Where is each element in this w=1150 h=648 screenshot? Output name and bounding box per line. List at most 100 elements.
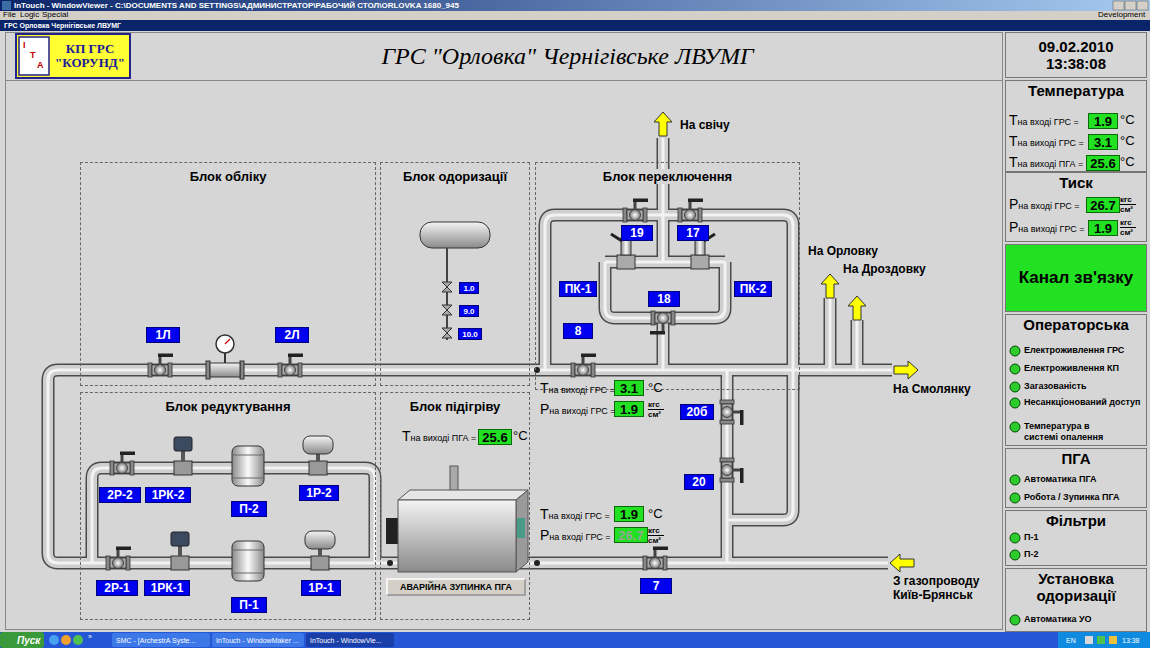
- node-text: 3.1: [1094, 135, 1112, 150]
- status-led: [1010, 615, 1020, 625]
- unit-label: см²: [648, 536, 661, 545]
- odorizer: [442, 305, 452, 315]
- node-text: Температура: [1006, 83, 1146, 100]
- valve-tag: 8: [563, 323, 593, 339]
- pipe-junction: [387, 367, 540, 566]
- start-button: Пуск: [17, 634, 40, 647]
- logo-letter: А: [37, 60, 44, 70]
- status-led: [1010, 493, 1020, 503]
- gas-filter: [232, 446, 264, 486]
- taskbar-item: InTouch - WindowVie...: [310, 636, 381, 646]
- logo-letter: І: [23, 40, 26, 50]
- valve-tag: 9.0: [459, 305, 479, 317]
- value-display: 1.9: [614, 506, 644, 522]
- company-logo-graphic: [16, 34, 130, 78]
- valve-tag: 1.0: [459, 282, 479, 294]
- parameter-label: Tна виході ГРС =: [1009, 133, 1084, 151]
- taskbar: [306, 633, 394, 647]
- valve-tag: П-2: [231, 501, 267, 517]
- ball-valve: [148, 354, 173, 378]
- window-chrome: [1137, 1, 1148, 10]
- parameter-label: Tна виході ПГА =: [402, 428, 476, 446]
- status-led: [1010, 346, 1020, 625]
- node-text: 8: [575, 324, 582, 338]
- node-text: 2Р-1: [104, 581, 129, 595]
- indicator-label: Електроживлення ГРС: [1024, 345, 1124, 356]
- taskbar: [1058, 632, 1150, 648]
- node-text: ПК-1: [565, 282, 592, 296]
- pressure-regulator: [305, 531, 335, 570]
- node-text: 1РК-1: [151, 581, 184, 595]
- pressure-regulator: [174, 437, 192, 475]
- node-text: Блок редуктування: [162, 399, 293, 414]
- odorizer: [446, 248, 448, 340]
- pipe-junction: [534, 560, 540, 566]
- status-led: [1010, 364, 1020, 374]
- pipeline: [48, 138, 892, 563]
- taskbar: [49, 635, 59, 645]
- valve-tag: 1Л: [146, 327, 180, 343]
- flow-direction: З газопроводу Київ-Брянськ: [893, 574, 1008, 602]
- node-text: Блок одоризації: [400, 169, 510, 184]
- value-display: 1.9: [614, 401, 644, 417]
- gas-meter: [225, 339, 230, 344]
- node-text: 1.9: [1094, 114, 1112, 129]
- window-chrome: [0, 11, 1150, 20]
- gas-meter: [240, 361, 244, 379]
- indicator-label: Загазованість: [1024, 381, 1087, 392]
- gas-heater: [386, 466, 528, 572]
- node-text: П-2: [239, 502, 258, 516]
- gas-heater: [386, 518, 398, 544]
- window-chrome: [6, 33, 1003, 630]
- node-text: ПГА: [1006, 451, 1146, 468]
- node-text: Фільтри: [1006, 513, 1146, 530]
- taskbar-item: SMC - [ArchestrA Syste...: [116, 636, 195, 646]
- valve-tag: 1РК-1: [144, 580, 190, 596]
- ball-valve: [571, 354, 596, 378]
- taskbar: [61, 635, 71, 645]
- taskbar: [1097, 636, 1105, 644]
- node-text: 20б: [687, 405, 708, 419]
- node-text: 13:38:08: [1046, 55, 1106, 72]
- datetime-display: 09.02.201013:38:08: [1005, 32, 1147, 78]
- valve-tag: 2Л: [275, 327, 309, 343]
- odorizer: [442, 328, 452, 338]
- block-region: Блок підігрівуАВАРІЙНА ЗУПИНКА ПГА25.6: [380, 392, 530, 620]
- taskbar-item: InTouch - WindowMaker ...: [216, 636, 299, 646]
- node-text: 09.02.2010: [1038, 38, 1113, 55]
- company-logo-graphic: [19, 37, 49, 75]
- valve-tag: 17: [677, 225, 709, 241]
- indicator-label: Електроживлення КП: [1024, 363, 1119, 374]
- node-text: Канал зв'язку: [1019, 268, 1134, 288]
- unit-label: кгс: [1120, 195, 1132, 204]
- pressure-regulator: [303, 436, 333, 475]
- valve-tag: 19: [621, 225, 653, 241]
- value-display: 3.1: [614, 380, 644, 396]
- window-title: InTouch - WindowViewer - C:\DOCUMENTS AN…: [14, 0, 459, 11]
- ball-valve: [278, 354, 303, 378]
- flow-direction: На Смолянку: [893, 382, 971, 396]
- screen-name: ГРС Орловка Чернігівське ЛВУМГ: [4, 21, 121, 31]
- valve-tag: 2Р-2: [99, 487, 141, 503]
- status-led: [1010, 533, 1020, 543]
- node-text: Установка одоризації: [1006, 571, 1146, 604]
- unit-label: кгс: [1120, 218, 1132, 227]
- gas-filter: [232, 541, 264, 581]
- odorizer: [420, 222, 490, 248]
- node-text: 25.6: [1090, 156, 1115, 171]
- gas-meter: [210, 363, 240, 377]
- unit-label: °C: [648, 380, 663, 396]
- node-text: 7: [653, 579, 660, 593]
- gas-meter: [216, 335, 234, 353]
- block-region: Блок обліку1Л2Л: [80, 162, 376, 386]
- node-text: 3.1: [620, 381, 638, 396]
- taskbar: [112, 633, 210, 647]
- pipeline: [48, 138, 892, 563]
- unit-fraction-line: [1120, 227, 1136, 228]
- valve-tag: 1Р-1: [301, 580, 341, 596]
- taskbar: [1109, 636, 1117, 644]
- window-chrome: [1125, 1, 1136, 10]
- ball-valve: [110, 452, 135, 476]
- valve-tag: 10.0: [458, 328, 482, 340]
- block-region: Блок одоризації 1.0 9.0 10.0: [380, 162, 530, 386]
